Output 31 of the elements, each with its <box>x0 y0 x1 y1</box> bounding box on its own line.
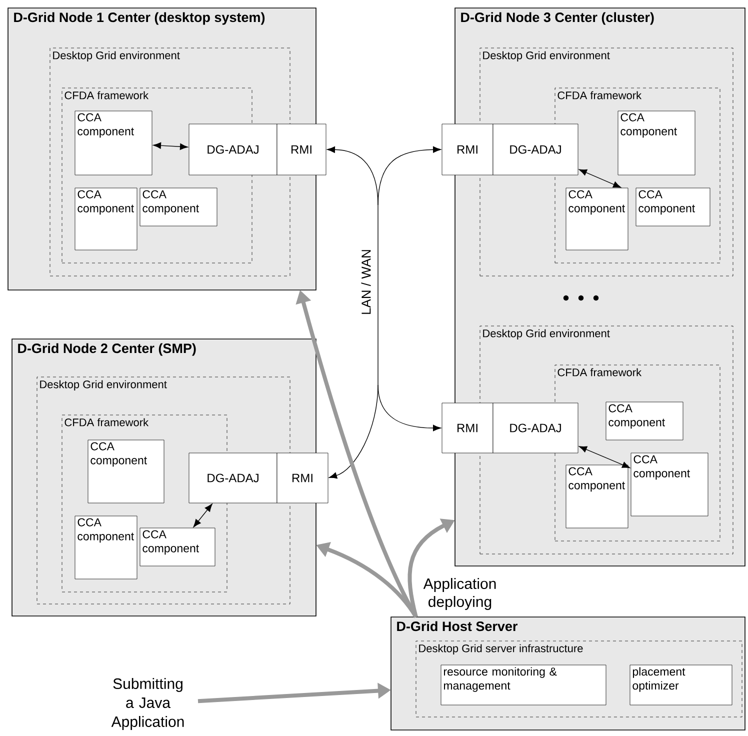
component-box: CCA component <box>88 440 164 504</box>
arrow <box>578 169 622 188</box>
arrow <box>328 384 378 479</box>
component-box: CCA component <box>606 402 684 440</box>
component-box: CCA component <box>618 110 696 176</box>
arrow <box>193 504 212 528</box>
component-box: CCA component <box>74 516 138 580</box>
component-box: CCA component <box>630 452 708 516</box>
module-box: RMI <box>276 124 326 176</box>
arrow <box>578 446 630 468</box>
module-box: RMI <box>276 452 328 504</box>
component-box: CCA component <box>566 188 628 250</box>
component-box: CCA component <box>74 110 152 176</box>
module-box: DG-ADAJ <box>188 124 278 176</box>
module-box: RMI <box>442 124 494 176</box>
component-box: placement optimizer <box>630 664 732 706</box>
module-box: DG-ADAJ <box>188 452 278 504</box>
component-box: CCA component <box>636 188 710 226</box>
network-label: LAN / WAN <box>361 250 371 314</box>
arrow-caption: Application deploying <box>423 578 496 610</box>
caption-text: Submitting a Java Application <box>111 678 184 730</box>
arrow <box>378 146 441 206</box>
arrow <box>153 142 188 150</box>
module-box: RMI <box>442 402 494 454</box>
module-box: DG-ADAJ <box>492 402 578 454</box>
component-box: CCA component <box>140 528 216 566</box>
component-box: resource monitoring & management <box>440 664 606 706</box>
component-box: CCA component <box>140 188 218 226</box>
module-box: DG-ADAJ <box>492 124 578 176</box>
component-box: CCA component <box>74 188 138 250</box>
component-box: CCA component <box>566 464 628 528</box>
